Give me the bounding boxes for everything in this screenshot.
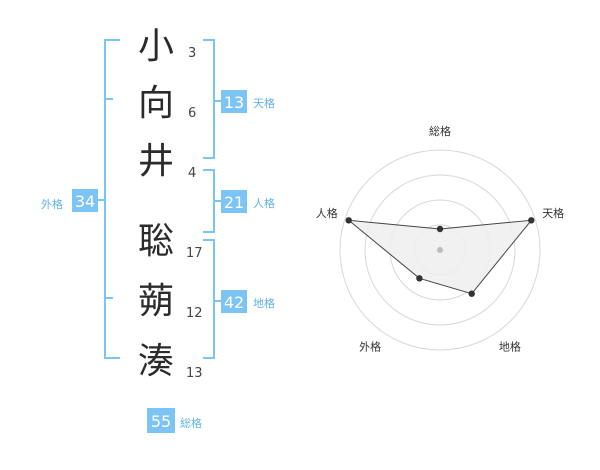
gaikaku-label: 外格 xyxy=(41,197,63,211)
gaikaku-value: 34 xyxy=(75,192,95,211)
chikaku-bracket xyxy=(203,239,215,359)
radar-point-5 xyxy=(345,217,352,224)
radar-point-4 xyxy=(416,275,423,282)
soukaku-badge: 55 総格 xyxy=(147,408,202,433)
tenkaku-bracket xyxy=(203,39,215,159)
radar-point-2 xyxy=(528,217,535,224)
tenkaku-badge: 13 天格 xyxy=(221,90,275,113)
chikaku-label: 地格 xyxy=(253,296,275,310)
gaikaku-badge-box xyxy=(72,189,98,212)
stroke-count-5: 12 xyxy=(186,306,203,321)
radar-axis-label-5: 人格 xyxy=(316,206,338,220)
tenkaku-label: 天格 xyxy=(253,96,275,110)
stroke-count-2: 6 xyxy=(188,106,196,121)
stroke-count-4: 17 xyxy=(186,246,203,261)
stroke-count-3: 4 xyxy=(188,166,196,181)
name-characters: 小 向 井 聡 蒴 湊 xyxy=(138,26,174,382)
name-char-2: 向 xyxy=(138,83,174,124)
stroke-count-1: 3 xyxy=(188,46,196,61)
name-char-5: 蒴 xyxy=(138,281,174,322)
radar-point-1 xyxy=(436,225,444,233)
jinkaku-label: 人格 xyxy=(253,196,275,210)
radar-center-point xyxy=(437,247,443,253)
chikaku-badge-box xyxy=(221,290,247,313)
radar-axis-label-4: 外格 xyxy=(359,339,381,353)
chikaku-badge: 42 地格 xyxy=(221,290,275,313)
name-char-4: 聡 xyxy=(138,221,174,262)
name-char-6: 湊 xyxy=(138,341,174,382)
radar-point-3 xyxy=(468,290,475,297)
radar-series-polygon xyxy=(347,219,533,295)
gaikaku-badge: 外格 34 xyxy=(41,189,98,212)
radar-grid-ring xyxy=(339,149,541,351)
gaikaku-bracket xyxy=(104,39,120,359)
tenkaku-value: 13 xyxy=(224,93,244,112)
name-char-3: 井 xyxy=(138,141,174,182)
soukaku-badge-box xyxy=(147,408,175,433)
chikaku-value: 42 xyxy=(224,293,244,312)
jinkaku-badge-box xyxy=(221,190,247,213)
name-char-1: 小 xyxy=(138,26,174,67)
radar-axis-label-2: 天格 xyxy=(542,206,564,220)
stroke-count-6: 13 xyxy=(186,366,203,381)
jinkaku-value: 21 xyxy=(224,193,244,212)
soukaku-label: 総格 xyxy=(180,416,202,430)
radar-axis-label-3: 地格 xyxy=(499,339,521,353)
jinkaku-bracket xyxy=(203,169,215,233)
name-brackets xyxy=(98,39,221,359)
radar-grid-ring xyxy=(364,174,516,326)
jinkaku-badge: 21 人格 xyxy=(221,190,275,213)
radar-axis-label-1: 総格 xyxy=(429,124,451,138)
stroke-counts: 3 6 4 17 12 13 xyxy=(186,46,203,381)
tenkaku-badge-box xyxy=(221,90,247,113)
soukaku-value: 55 xyxy=(151,412,171,431)
